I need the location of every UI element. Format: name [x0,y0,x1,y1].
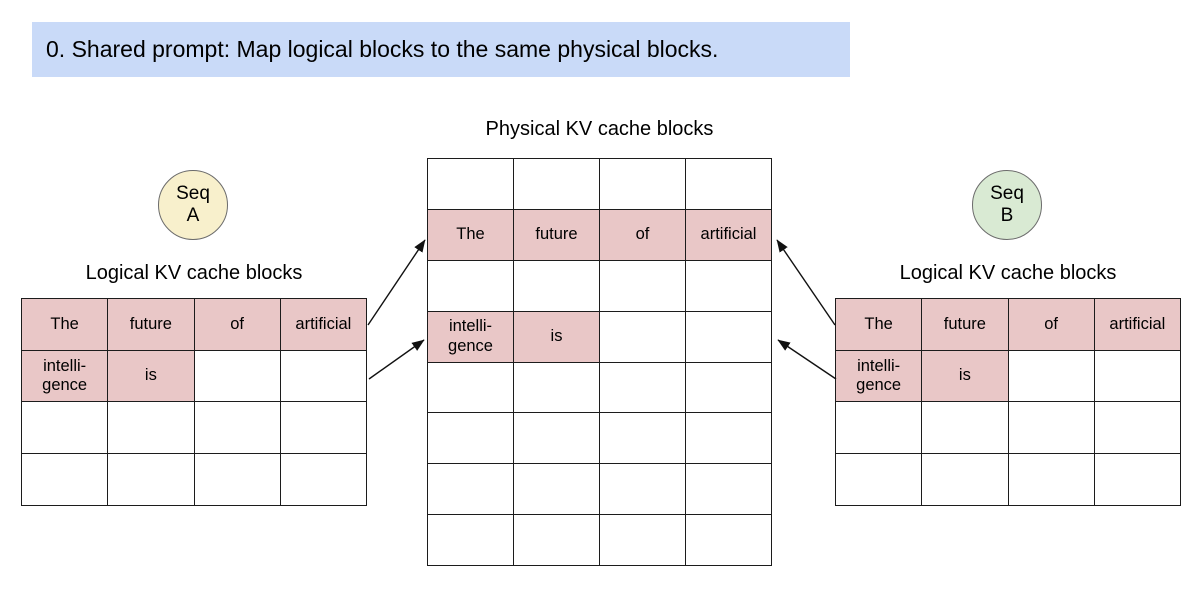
kv-cell-token: artificial [279,298,368,351]
kv-cell-token: future [107,298,195,351]
kv-cell-empty [1007,349,1095,403]
kv-cell-empty [834,401,923,455]
kv-cell-token: The [834,298,923,351]
kv-cell-empty [193,349,281,403]
kv-cell-token: artificial [685,208,772,261]
kv-cell-empty [427,259,514,312]
kv-cell-empty [279,401,368,455]
kv-cell-empty [513,463,600,516]
kv-cell-token: intelli- gence [20,349,109,403]
kv-cell-empty [427,463,514,516]
seq-a-badge: Seq A [158,170,228,240]
kv-cell-empty [599,412,686,465]
kv-cell-empty [1093,401,1182,455]
kv-cell-token: artificial [1093,298,1182,351]
kv-cell-empty [193,401,281,455]
kv-cell-empty [1007,453,1095,506]
arrow-seq-a-block1-to-physical [368,339,425,380]
kv-cell-empty [834,453,923,506]
kv-cell-empty [1093,453,1182,506]
kv-block-row [427,361,772,414]
kv-cell-empty [107,401,195,455]
seq-b-logical-table-title: Logical KV cache blocks [899,262,1117,284]
kv-cell-empty [279,349,368,403]
kv-cell-empty [1007,401,1095,455]
kv-cell-empty [685,412,772,465]
arrow-seq-b-block0-to-physical [776,239,836,326]
kv-cell-empty [107,453,195,506]
kv-cell-empty [685,514,772,567]
kv-cell-empty [513,361,600,414]
kv-cell-empty [427,412,514,465]
kv-block-row [427,259,772,312]
kv-cell-empty [921,401,1009,455]
kv-block-row [834,401,1182,455]
kv-cell-empty [20,401,109,455]
kv-cell-empty [513,259,600,312]
kv-cell-empty [599,259,686,312]
kv-cell-empty [599,463,686,516]
kv-cell-token: is [107,349,195,403]
kv-cell-empty [513,514,600,567]
kv-block-row [20,453,368,506]
kv-cell-empty [599,310,686,363]
kv-cell-empty [685,310,772,363]
seq-a-logical-table-title: Logical KV cache blocks [85,262,303,284]
title-banner: 0. Shared prompt: Map logical blocks to … [32,22,850,77]
kv-block-row [427,158,772,210]
kv-cell-empty [513,158,600,210]
kv-cell-empty [427,514,514,567]
arrow-seq-a-block0-to-physical [367,239,426,326]
kv-cell-token: future [513,208,600,261]
kv-cell-empty [513,412,600,465]
kv-cell-empty [279,453,368,506]
kv-block-row [427,463,772,516]
kv-cell-empty [599,514,686,567]
kv-cell-empty [20,453,109,506]
kv-block-row [20,401,368,455]
kv-cell-token: is [921,349,1009,403]
kv-cell-empty [1093,349,1182,403]
kv-cell-token: future [921,298,1009,351]
kv-cell-token: intelli- gence [427,310,514,363]
kv-cell-token: The [20,298,109,351]
kv-cell-empty [685,259,772,312]
kv-cell-empty [685,158,772,210]
kv-block-row [834,453,1182,506]
kv-cell-empty [685,361,772,414]
kv-cell-empty [599,158,686,210]
kv-cell-empty [685,463,772,516]
kv-cell-token: The [427,208,514,261]
kv-cell-empty [193,453,281,506]
kv-cell-token: of [193,298,281,351]
kv-cell-token: of [1007,298,1095,351]
kv-cell-empty [427,361,514,414]
kv-cell-token: is [513,310,600,363]
kv-cell-empty [921,453,1009,506]
arrow-seq-b-block1-to-physical [777,339,837,380]
kv-block-row [427,412,772,465]
seq-b-badge: Seq B [972,170,1042,240]
kv-block-row [427,514,772,567]
physical-table-title: Physical KV cache blocks [485,118,714,140]
title-text: 0. Shared prompt: Map logical blocks to … [46,36,719,62]
kv-cell-token: of [599,208,686,261]
kv-cell-empty [599,361,686,414]
kv-cell-token: intelli- gence [834,349,923,403]
kv-cell-empty [427,158,514,210]
